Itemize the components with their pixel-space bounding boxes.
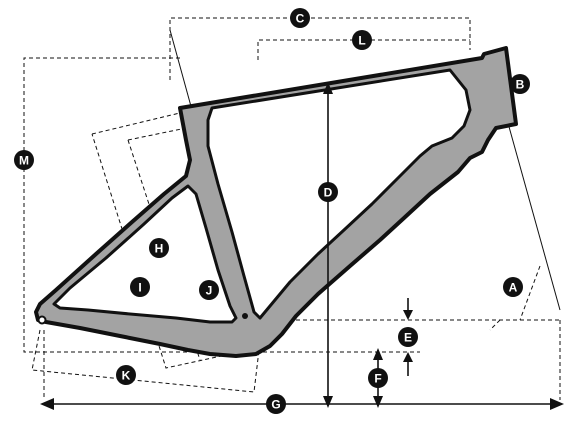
- rear-triangle-opening: [52, 184, 238, 324]
- rear-dropout: [37, 315, 47, 325]
- badge-h-text: H: [155, 242, 164, 256]
- badge-c: C: [290, 8, 310, 28]
- e-arrowhead-top: [403, 310, 413, 320]
- d-arrowhead-top: [323, 82, 333, 94]
- badge-l: L: [352, 30, 372, 50]
- badge-i-text: I: [138, 281, 141, 295]
- badge-f-text: F: [374, 372, 381, 386]
- guide-l: [257, 39, 470, 60]
- bottom-bracket-dot: [242, 313, 248, 319]
- bike-frame: [34, 46, 518, 358]
- badge-f: F: [368, 368, 388, 388]
- badge-m-text: M: [19, 154, 29, 168]
- guide-a: [519, 265, 541, 321]
- badge-a: A: [503, 277, 523, 297]
- badge-j: J: [199, 280, 219, 300]
- guide-a-lower: [489, 319, 501, 331]
- f-arrowhead-top: [373, 348, 383, 360]
- guide-h: [91, 111, 259, 369]
- dimension-arrows: [40, 82, 564, 410]
- badge-k-text: K: [122, 369, 131, 383]
- badge-g: G: [266, 394, 286, 414]
- main-triangle-opening: [206, 68, 472, 320]
- badge-i: I: [130, 277, 150, 297]
- g-arrowhead-right: [550, 398, 564, 410]
- badge-m: M: [14, 150, 34, 170]
- badge-b-text: B: [516, 78, 525, 92]
- g-arrowhead-left: [40, 398, 54, 410]
- badge-c-text: C: [296, 12, 305, 26]
- guide-c: [169, 17, 471, 80]
- d-arrowhead-bottom: [323, 396, 333, 408]
- badge-h: H: [149, 238, 169, 258]
- guide-m: [23, 57, 256, 353]
- badge-e: E: [398, 327, 418, 347]
- badge-a-text: A: [509, 281, 518, 295]
- e-arrowhead-bottom: [403, 352, 413, 362]
- badge-k: K: [116, 365, 136, 385]
- f-arrowhead-bottom: [373, 396, 383, 408]
- badge-l-text: L: [358, 34, 365, 48]
- badge-b: B: [510, 74, 530, 94]
- guide-k: [31, 324, 263, 393]
- badge-d: D: [318, 182, 338, 202]
- badge-d-text: D: [324, 186, 333, 200]
- badge-j-text: J: [206, 284, 213, 298]
- badge-g-text: G: [271, 398, 280, 412]
- badge-e-text: E: [404, 331, 412, 345]
